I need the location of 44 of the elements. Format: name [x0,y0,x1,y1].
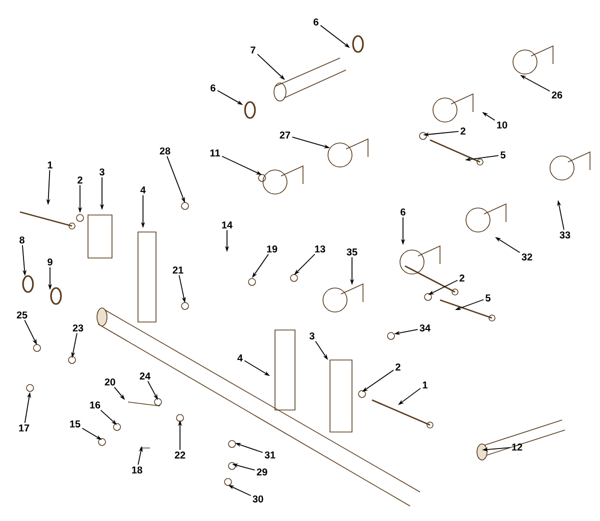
callout-number: 4 [140,186,146,194]
callout-number: 5 [500,152,506,158]
callout-number: 21 [172,266,184,274]
callout-number: 20 [104,378,116,386]
callout-number: 10 [497,121,508,129]
callout-number: 28 [160,147,170,155]
callout-number: 8 [20,236,24,244]
callout-number: 2 [396,364,400,370]
callout-number: 2 [460,128,466,134]
callout-number: 33 [560,231,570,239]
callout-number: 1 [422,382,428,388]
callout-number: 6 [314,18,318,26]
callout-number: 2 [460,274,464,282]
callout-number: 3 [99,168,104,176]
callout-number: 16 [90,401,100,409]
callout-number: 1 [48,162,52,168]
callout-number: 19 [267,245,278,253]
callout-number: 9 [48,258,52,266]
callout-number: 29 [256,468,268,476]
callout-number: 25 [16,311,28,319]
callout-number: 4 [237,354,243,362]
callout-number: 27 [280,132,290,138]
callout-number: 35 [346,248,358,256]
callout-number: 12 [512,444,522,450]
callout-number: 6 [210,84,216,92]
callout-number: 22 [174,452,186,458]
callout-number: 26 [552,91,562,99]
callout-number: 32 [522,253,532,261]
callout-number: 30 [252,495,264,503]
callout-number: 11 [210,150,220,156]
callout-number: 31 [264,451,276,459]
callout-number: 3 [309,332,314,340]
callout-number: 24 [140,372,150,380]
callout-number: 17 [19,424,30,432]
callout-number: 5 [486,294,490,302]
callout-number: 34 [420,324,430,332]
callout-number: 15 [70,420,80,428]
callout-number: 13 [315,245,326,253]
callout-number: 14 [222,222,232,228]
callout-number: 18 [132,466,142,474]
callout-number: 2 [78,176,82,184]
callout-number: 7 [250,46,256,54]
callout-number: 6 [400,208,406,216]
callout-number: 23 [72,324,84,332]
